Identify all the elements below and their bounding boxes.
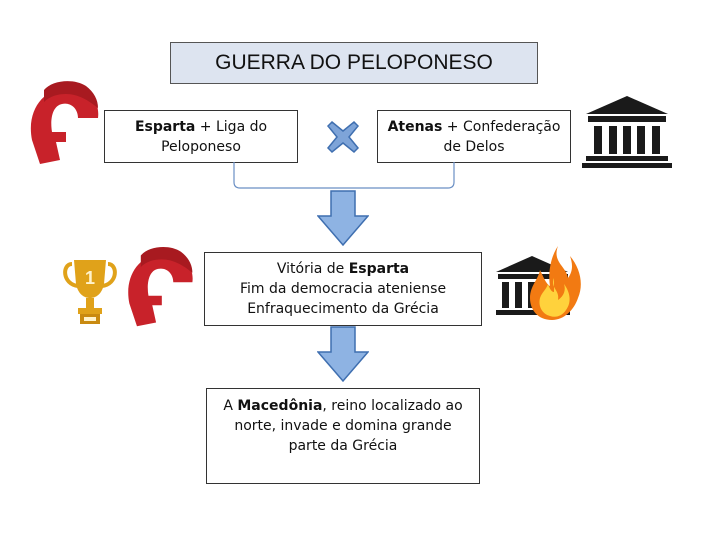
final-line2: norte, invade e domina grande [234,418,452,434]
spartan-helmet-icon [128,247,193,327]
cross-icon [326,120,360,154]
final-line1-post: , reino localizado ao [322,398,463,414]
sparta-box: Esparta + Liga do Peloponeso [104,110,298,163]
result-line3: Enfraquecimento da Grécia [247,301,439,317]
sparta-rest: + Liga do [195,118,268,135]
result-box: Vitória de Esparta Fim da democracia ate… [204,252,482,326]
final-line3: parte da Grécia [288,438,398,454]
trophy-number: 1 [85,268,95,288]
athens-rest: + Confederação [442,118,561,135]
page-title: GUERRA DO PELOPONESO [170,42,538,84]
burning-temple-icon [496,246,581,320]
down-arrow-icon [317,326,369,382]
greek-temple-icon [582,96,672,168]
final-line1-bold: Macedônia [237,398,323,414]
result-line1-bold: Esparta [348,261,410,277]
athens-label: Atenas [387,118,443,135]
result-line2: Fim da democracia ateniense [239,281,447,297]
athens-box: Atenas + Confederação de Delos [377,110,571,163]
macedonia-box: A Macedônia, reino localizado ao norte, … [206,388,480,484]
athens-line2: de Delos [443,138,505,155]
down-arrow-icon [317,190,369,246]
bracket-connector [233,162,455,189]
title-text: GUERRA DO PELOPONESO [215,51,493,74]
spartan-helmet-icon [30,81,99,164]
sparta-line2: Peloponeso [161,138,241,155]
trophy-icon: 1 [63,260,117,324]
sparta-label: Esparta [134,118,196,135]
result-line1-pre: Vitória de [276,261,349,277]
final-line1-pre: A [223,398,238,414]
